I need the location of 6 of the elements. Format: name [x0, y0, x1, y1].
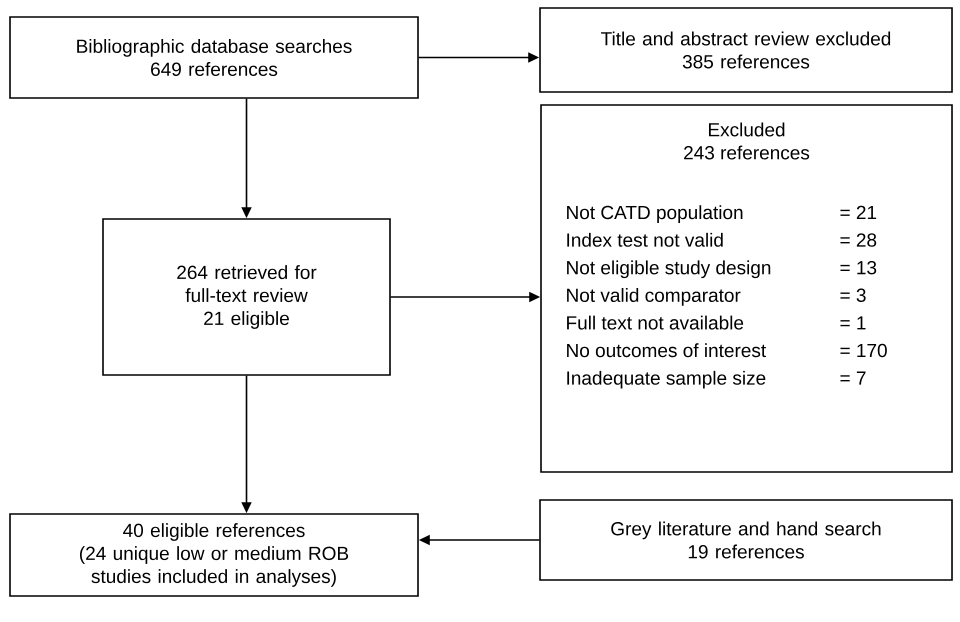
result-box: 40 eligible references (24 unique low or medium ROB studies included in analyses) — [9, 513, 419, 597]
exclusion-box: Excluded 243 references Not CATD population = 21 Index test not valid = 28 Not eligible study design = 13 Not valid comparator = 3 Full text not available = 1 No outcomes of interest = 170 Inadequate sample size = 7 — [540, 104, 953, 473]
exclusion-box: Title and abstract review excluded 385 references — [539, 7, 953, 93]
source-box: Grey literature and hand search 19 references — [539, 499, 953, 581]
process-box: 264 retrieved for full-text review 21 eligible — [102, 218, 391, 376]
process-box: Bibliographic database searches 649 references — [9, 16, 419, 99]
